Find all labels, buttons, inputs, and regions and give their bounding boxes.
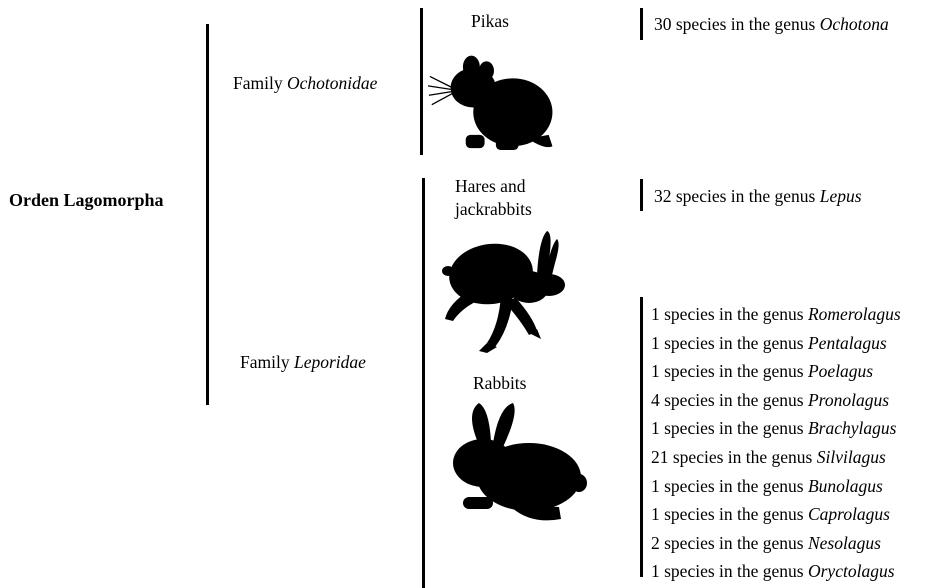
family-ochotonidae-label: Family Ochotonidae <box>233 73 377 93</box>
species-row-ochotona: 30 species in the genus Ochotona <box>654 14 889 34</box>
species-row-silvilagus: 21 species in the genus Silvilagus <box>651 443 901 472</box>
species-row-oryctolagus: 1 species in the genus Oryctolagus <box>651 557 901 586</box>
group-label-hares-line2: jackrabbits <box>455 199 532 219</box>
species-row-caprolagus: 1 species in the genus Caprolagus <box>651 500 901 529</box>
species-row-pentalagus: 1 species in the genus Pentalagus <box>651 329 901 358</box>
species-row-bunolagus: 1 species in the genus Bunolagus <box>651 472 901 501</box>
order-bracket <box>206 24 209 405</box>
group-label-pikas: Pikas <box>471 11 509 31</box>
species-row-lepus: 32 species in the genus Lepus <box>654 186 862 206</box>
species-row-nesolagus: 2 species in the genus Nesolagus <box>651 529 901 558</box>
rabbit-species-list: 1 species in the genus Romerolagus 1 spe… <box>651 300 901 586</box>
pikas-species-bracket <box>640 8 643 40</box>
species-row-poelagus: 1 species in the genus Poelagus <box>651 357 901 386</box>
rabbit-silhouette-icon <box>449 401 589 526</box>
species-row-pronolagus: 4 species in the genus Pronolagus <box>651 386 901 415</box>
group-label-hares-line1: Hares and <box>455 176 525 196</box>
species-row-brachylagus: 1 species in the genus Brachylagus <box>651 414 901 443</box>
species-row-romerolagus: 1 species in the genus Romerolagus <box>651 300 901 329</box>
hares-species-bracket <box>640 179 643 211</box>
pika-silhouette-icon <box>428 44 560 156</box>
group-label-rabbits: Rabbits <box>473 373 526 393</box>
family-leporidae-label: Family Leporidae <box>240 352 366 372</box>
hare-silhouette-icon <box>441 229 571 354</box>
ochotonidae-bracket <box>420 8 423 155</box>
rabbits-species-bracket <box>640 297 643 577</box>
leporidae-bracket <box>422 178 425 588</box>
order-label: Orden Lagomorpha <box>9 190 164 210</box>
